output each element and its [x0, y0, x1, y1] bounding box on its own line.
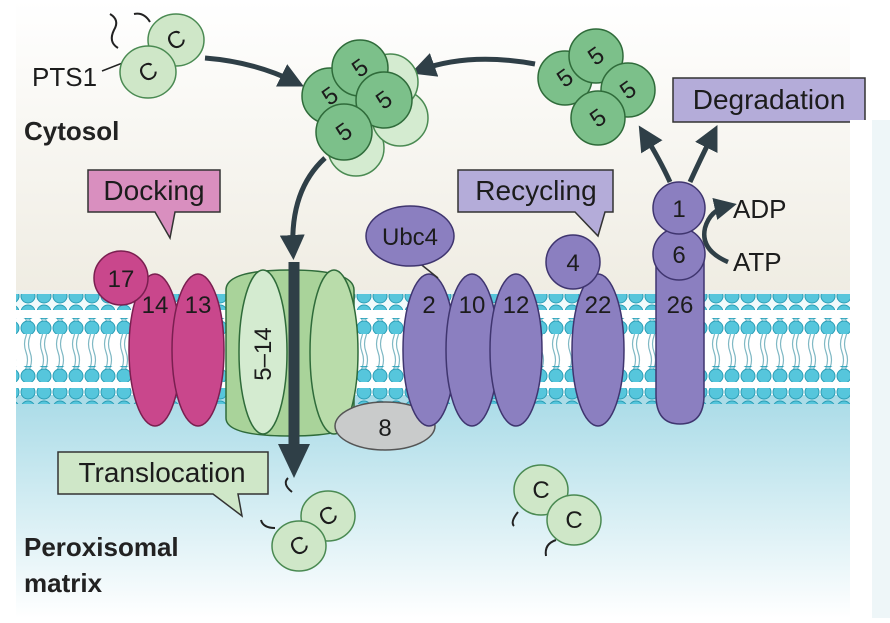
pex22-pex4: 4 22 [545, 234, 625, 427]
degradation-callout: Degradation [672, 77, 866, 123]
pex6-label: 6 [672, 242, 685, 269]
docking-complex: 17 14 13 [93, 250, 225, 427]
arrow-recycle-out [638, 125, 673, 184]
arrow-degradation-out [687, 125, 718, 184]
matrix-label-line2: matrix [24, 568, 103, 598]
pex4 [545, 234, 601, 290]
recycling-callout: Recycling [457, 169, 614, 238]
recycling-label: Recycling [475, 175, 596, 206]
cytosolic-cargo: C C [101, 12, 205, 99]
atp-hydrolysis-arrow [702, 197, 737, 265]
pex5-14-subunit [238, 269, 288, 435]
pex2-label: 2 [422, 292, 435, 319]
matrix-label-line1: Peroxisomal [24, 532, 179, 562]
arrow-cargo-to-receptor [204, 55, 304, 87]
imported-cargo-left: C C [260, 477, 356, 572]
pex5-subunit [315, 103, 373, 161]
cargo-tail [133, 12, 151, 23]
pex5-cluster-right: 5 5 5 5 [537, 28, 656, 146]
pex14-label: 14 [142, 292, 169, 319]
pex22-label: 22 [585, 292, 612, 319]
pex26 [655, 249, 705, 425]
pex8 [334, 401, 436, 451]
pex17-label: 17 [108, 266, 135, 293]
imported-cargo-right: C C [511, 464, 602, 557]
cargo-domain-2 [119, 45, 177, 99]
cargo-c-6: C [565, 507, 582, 534]
ubc4 [365, 205, 455, 267]
pts1-label: PTS1 [32, 62, 97, 92]
ring-complex: 2 10 12 Ubc4 [365, 205, 543, 427]
ubc4-label: Ubc4 [382, 224, 438, 251]
import-arrow-head [278, 444, 310, 478]
pex17 [93, 250, 149, 306]
pex13-label: 13 [185, 292, 212, 319]
pex1-label: 1 [672, 196, 685, 223]
pex13 [171, 273, 225, 427]
arrow-receptor-to-dock [279, 156, 327, 260]
translocation-callout: Translocation [57, 451, 269, 518]
degradation-label: Degradation [693, 84, 846, 115]
exportomer: 26 6 1 [638, 125, 737, 425]
docking-callout: Docking [87, 169, 221, 241]
docking-label: Docking [103, 175, 204, 206]
pex1 [652, 181, 706, 235]
pex12-label: 12 [503, 292, 530, 319]
pex10-label: 10 [459, 292, 486, 319]
pex5-subunit [355, 71, 413, 129]
pex4-label: 4 [566, 250, 579, 277]
arrow-recycled-receptor [410, 53, 536, 77]
pex8-label: 8 [378, 415, 391, 442]
atp-label: ATP [733, 247, 782, 277]
adp-label: ADP [733, 194, 786, 224]
pex5-cluster-center: 5 5 5 5 [301, 39, 429, 177]
pex26-label: 26 [667, 292, 694, 319]
translocation-channel: 5–14 8 [225, 262, 436, 478]
translocation-label: Translocation [78, 457, 245, 488]
cargo-c-5: C [532, 477, 549, 504]
cytosol-label: Cytosol [24, 116, 119, 146]
pex12 [489, 273, 543, 427]
pex5-14-label: 5–14 [250, 327, 277, 380]
